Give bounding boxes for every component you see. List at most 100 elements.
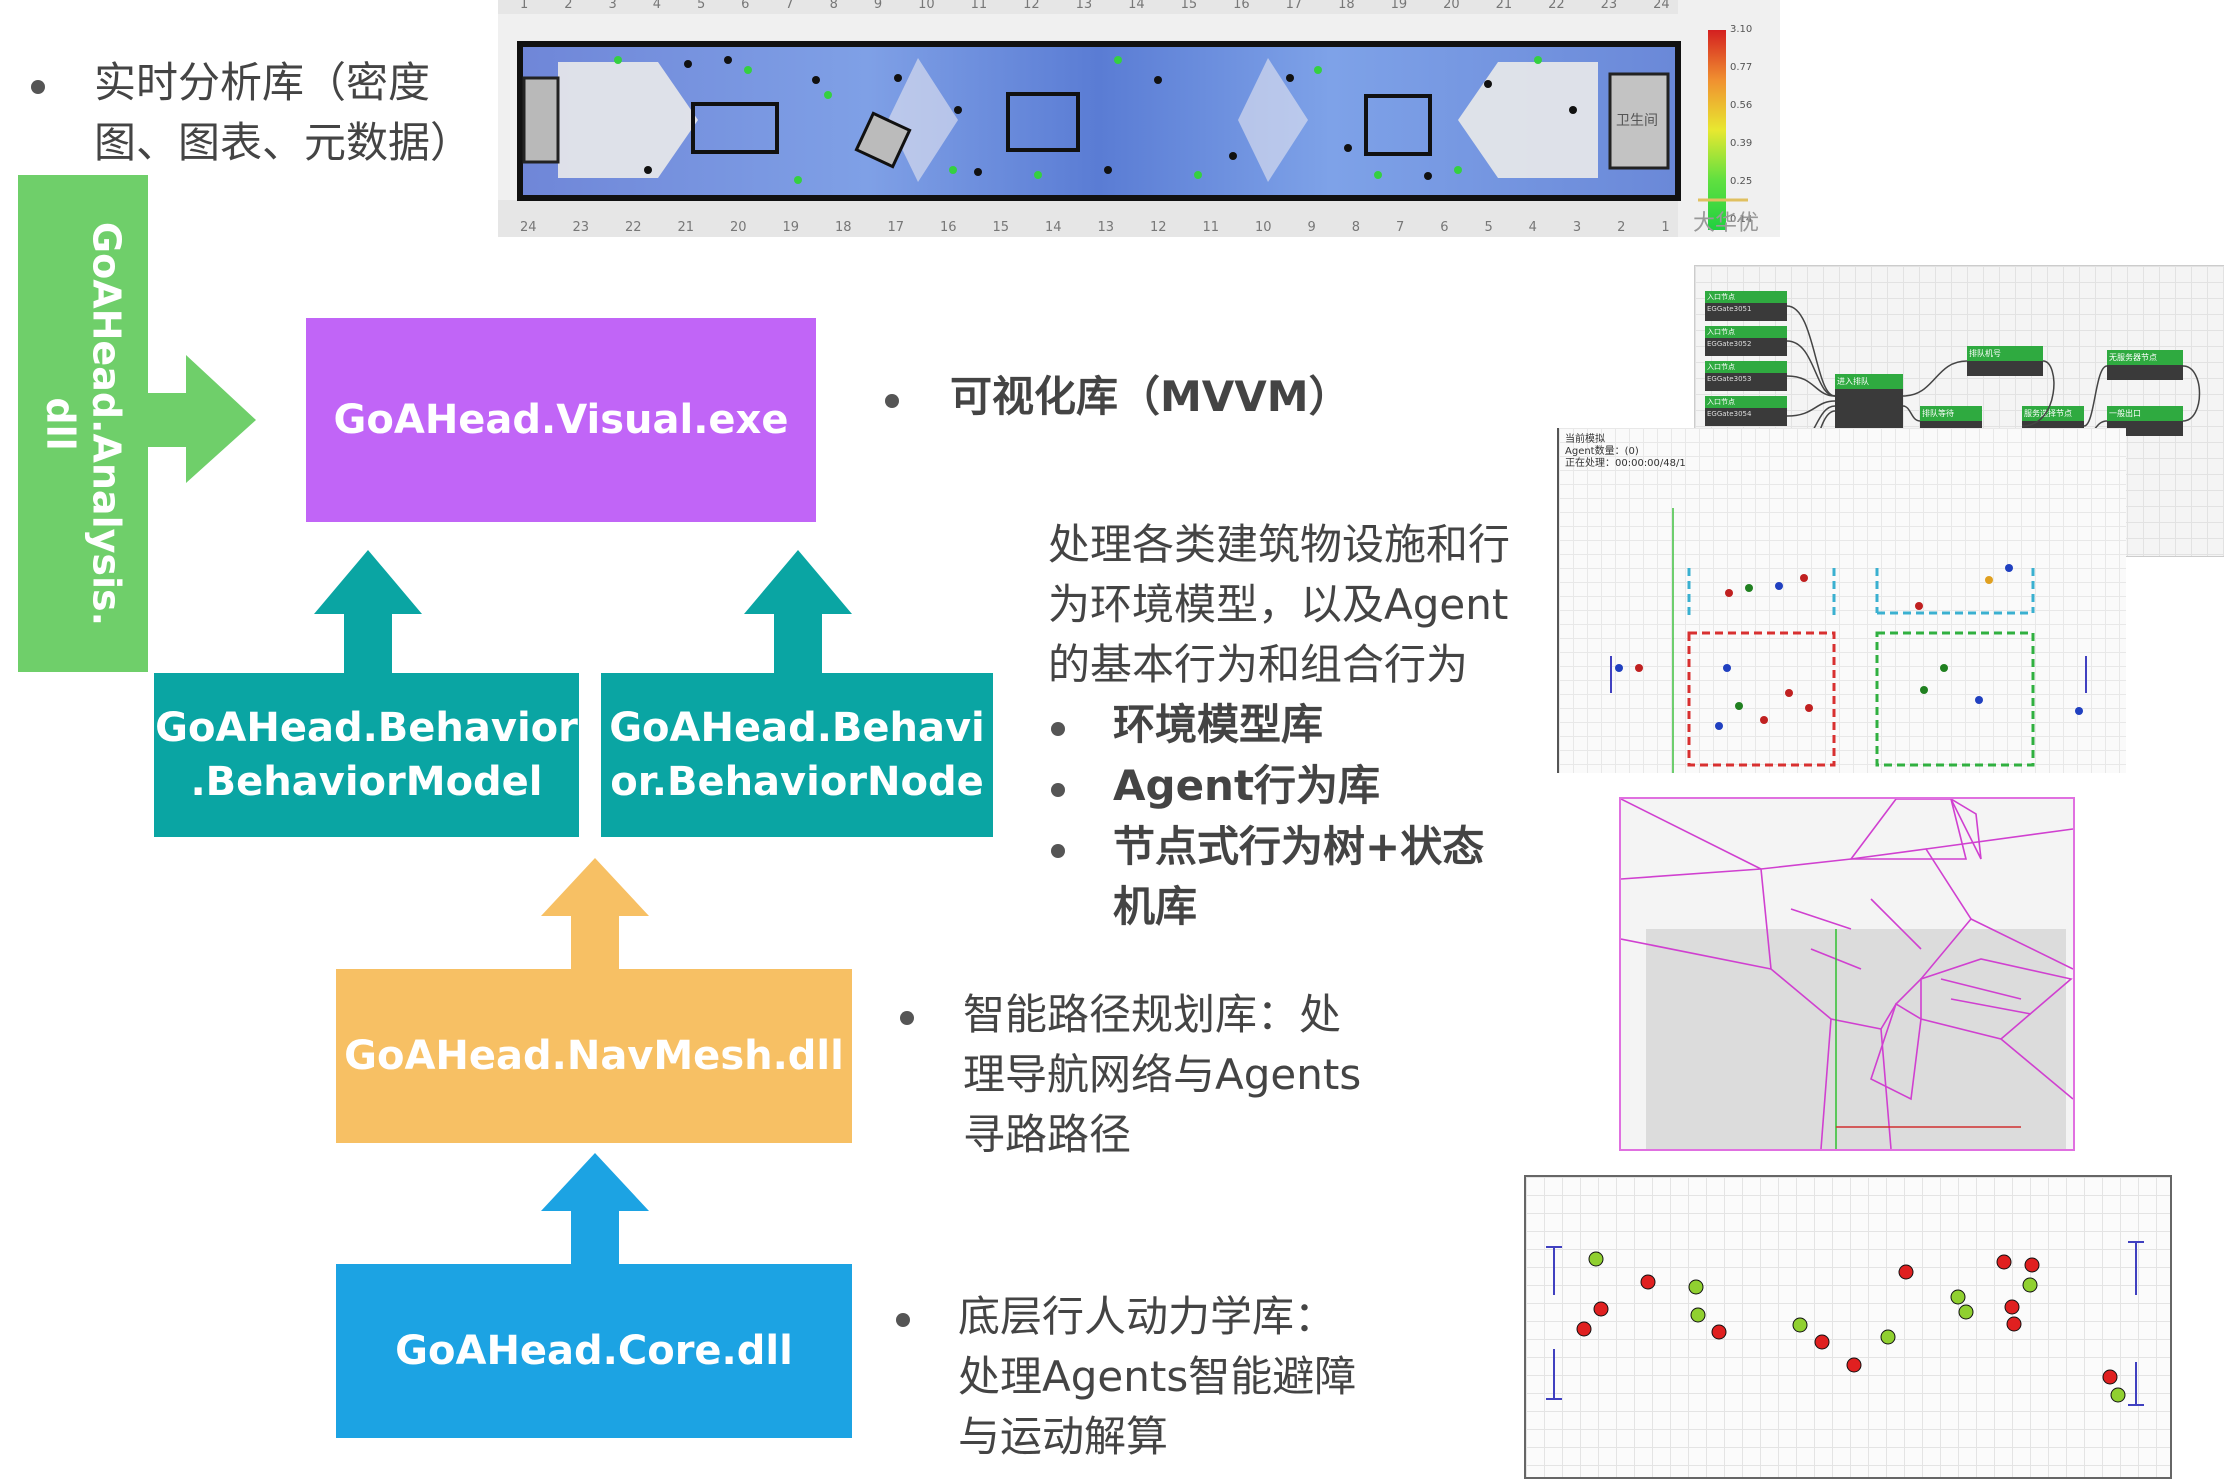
analysis-box-label: GoAHead.Analysis. dll <box>39 221 129 626</box>
core-bullet-line-2: 处理Agents智能避障 <box>958 1352 1357 1401</box>
heatmap-bottom-tick: 2 <box>1617 220 1626 235</box>
heatmap-bottom-tick: 14 <box>1045 220 1062 235</box>
input-node-gate: EGGate3053 <box>1707 375 1752 383</box>
heatmap-top-tick: 21 <box>1495 0 1513 12</box>
heatmap-bottom-tick: 16 <box>940 220 957 235</box>
core-arrow <box>541 1153 649 1265</box>
input-node-title: 入口节点 <box>1705 396 1787 408</box>
exit-node-1-title: 无服务器节点 <box>2107 350 2183 365</box>
heatmap-legend-value: 3.10 <box>1730 24 1753 35</box>
navmesh-bullet-line-1: 智能路径规划库：处 <box>963 990 1342 1039</box>
heatmap-top-tick: 19 <box>1390 0 1408 12</box>
core-bullet-dot <box>896 1313 910 1327</box>
heatmap-legend-value: 0.56 <box>1730 100 1753 111</box>
core-agents-screenshot <box>1524 1175 2172 1479</box>
queue-node-title: 排队机号 <box>1967 346 2043 361</box>
heatmap-bottom-tick: 18 <box>835 220 852 235</box>
status-line-2: Agent数量：(0) <box>1565 446 1639 457</box>
behavior-description-3: 的基本行为和组合行为 <box>1048 640 1469 689</box>
behavior-model-box: GoAHead.Behavior .BehaviorModel <box>154 673 579 837</box>
behavior-description-1: 处理各类建筑物设施和行 <box>1048 520 1511 569</box>
environment-model-screenshot: 当前模拟 Agent数量：(0) 正在处理：00:00:00/48/1 <box>1557 428 2126 773</box>
navmesh-box-label: GoAHead.NavMesh.dll <box>344 1033 844 1079</box>
behavior-description-2: 为环境模型，以及Agent <box>1048 580 1509 629</box>
wait-node-title: 排队等待 <box>1920 406 1982 421</box>
core-bullet-line-3: 与运动解算 <box>958 1412 1169 1461</box>
heatmap-legend-value: 0.25 <box>1730 176 1753 187</box>
behavior-bullet-2: Agent行为库 <box>1113 761 1381 810</box>
heatmap-top-tick: 13 <box>1075 0 1093 12</box>
heatmap-room-label: 卫生间 <box>1616 113 1658 129</box>
input-node-title: 入口节点 <box>1705 361 1787 373</box>
navmesh-bullet-line-3: 寻路路径 <box>963 1110 1132 1159</box>
heatmap-bottom-tick: 15 <box>992 220 1010 235</box>
analysis-box: GoAHead.Analysis. dll <box>18 175 148 672</box>
core-box-label: GoAHead.Core.dll <box>395 1328 793 1374</box>
behavior-model-arrow <box>314 550 422 674</box>
heatmap-bottom-tick: 5 <box>1484 220 1493 235</box>
visual-box: GoAHead.Visual.exe <box>306 318 816 522</box>
navmesh-bullet-line-2: 理导航网络与Agents <box>963 1050 1362 1099</box>
heatmap-top-tick: 8 <box>829 0 838 12</box>
heatmap-bottom-tick: 11 <box>1202 220 1220 235</box>
behavior-node-arrow <box>744 550 852 674</box>
visual-bullet: 可视化库（MVVM） <box>950 372 1351 421</box>
input-node: 入口节点 EGGate3054 <box>1705 396 1787 426</box>
heatmap-top-tick: 5 <box>696 0 706 12</box>
heatmap-top-tick: 15 <box>1180 0 1198 12</box>
analysis-arrow <box>148 355 256 483</box>
heatmap-top-tick: 1 <box>520 0 529 12</box>
input-node-title: 入口节点 <box>1705 326 1787 338</box>
visual-box-label: GoAHead.Visual.exe <box>333 397 789 443</box>
heatmap-top-tick: 16 <box>1233 0 1250 12</box>
behavior-bullet-dot-2 <box>1051 783 1065 797</box>
heatmap-bottom-tick: 9 <box>1307 220 1316 235</box>
input-node-gate: EGGate3052 <box>1707 340 1752 348</box>
heatmap-bottom-tick: 17 <box>887 220 905 235</box>
behavior-node-label-2: or.BehaviorNode <box>610 759 984 805</box>
navmesh-arrow <box>541 858 649 970</box>
input-node-gate: EGGate3051 <box>1707 305 1752 313</box>
exit-node-2-title: 一般出口 <box>2107 406 2183 421</box>
behavior-node-label-1: GoAHead.Behavi <box>609 705 985 751</box>
navmesh-screenshot <box>1619 797 2075 1151</box>
heatmap-top-tick: 7 <box>785 0 794 12</box>
behavior-node-box: GoAHead.Behavi or.BehaviorNode <box>601 673 993 837</box>
behavior-bullet-dot-3 <box>1051 844 1065 858</box>
heatmap-top-tick: 20 <box>1443 0 1460 12</box>
heatmap-bottom-tick: 12 <box>1150 220 1167 235</box>
heatmap-top-tick: 11 <box>970 0 988 12</box>
navmesh-box: GoAHead.NavMesh.dll <box>336 969 852 1143</box>
input-node-gate: EGGate3054 <box>1707 410 1752 418</box>
heatmap-bottom-tick: 7 <box>1395 220 1405 235</box>
heatmap-top-tick: 12 <box>1023 0 1040 12</box>
heatmap-bottom-tick: 8 <box>1351 220 1361 235</box>
behavior-model-label-1: GoAHead.Behavior <box>155 705 578 751</box>
heatmap-top-tick: 2 <box>564 0 573 12</box>
heatmap-bottom-tick: 3 <box>1572 220 1582 235</box>
heatmap-bottom-tick: 22 <box>625 220 642 235</box>
entry-node: 进入排队 <box>1835 374 1903 434</box>
behavior-bullet-3-line-2: 机库 <box>1113 882 1198 931</box>
core-bullet-line-1: 底层行人动力学库： <box>958 1292 1337 1341</box>
queue-node: 排队机号 <box>1967 346 2043 376</box>
heatmap-bottom-tick: 1 <box>1661 220 1670 235</box>
analysis-bullet-line-2: 图、图表、元数据） <box>94 118 473 167</box>
analysis-bullet-line-1: 实时分析库（密度 <box>94 58 431 107</box>
core-box: GoAHead.Core.dll <box>336 1264 852 1438</box>
behavior-bullet-3-line-1: 节点式行为树+状态 <box>1113 822 1485 871</box>
heatmap-bottom-tick: 23 <box>572 220 590 235</box>
heatmap-bottom-tick: 24 <box>520 220 537 235</box>
heatmap-legend-value: 0.77 <box>1730 62 1753 73</box>
analysis-bullet-dot <box>31 80 45 94</box>
heatmap-top-tick: 3 <box>608 0 617 12</box>
input-node: 入口节点 EGGate3053 <box>1705 361 1787 391</box>
heatmap-top-tick: 23 <box>1600 0 1618 12</box>
heatmap-top-tick: 9 <box>873 0 883 12</box>
heatmap-top-tick: 17 <box>1285 0 1303 12</box>
heatmap-top-tick: 14 <box>1128 0 1145 12</box>
heatmap-legend-value: 0.39 <box>1730 138 1753 149</box>
